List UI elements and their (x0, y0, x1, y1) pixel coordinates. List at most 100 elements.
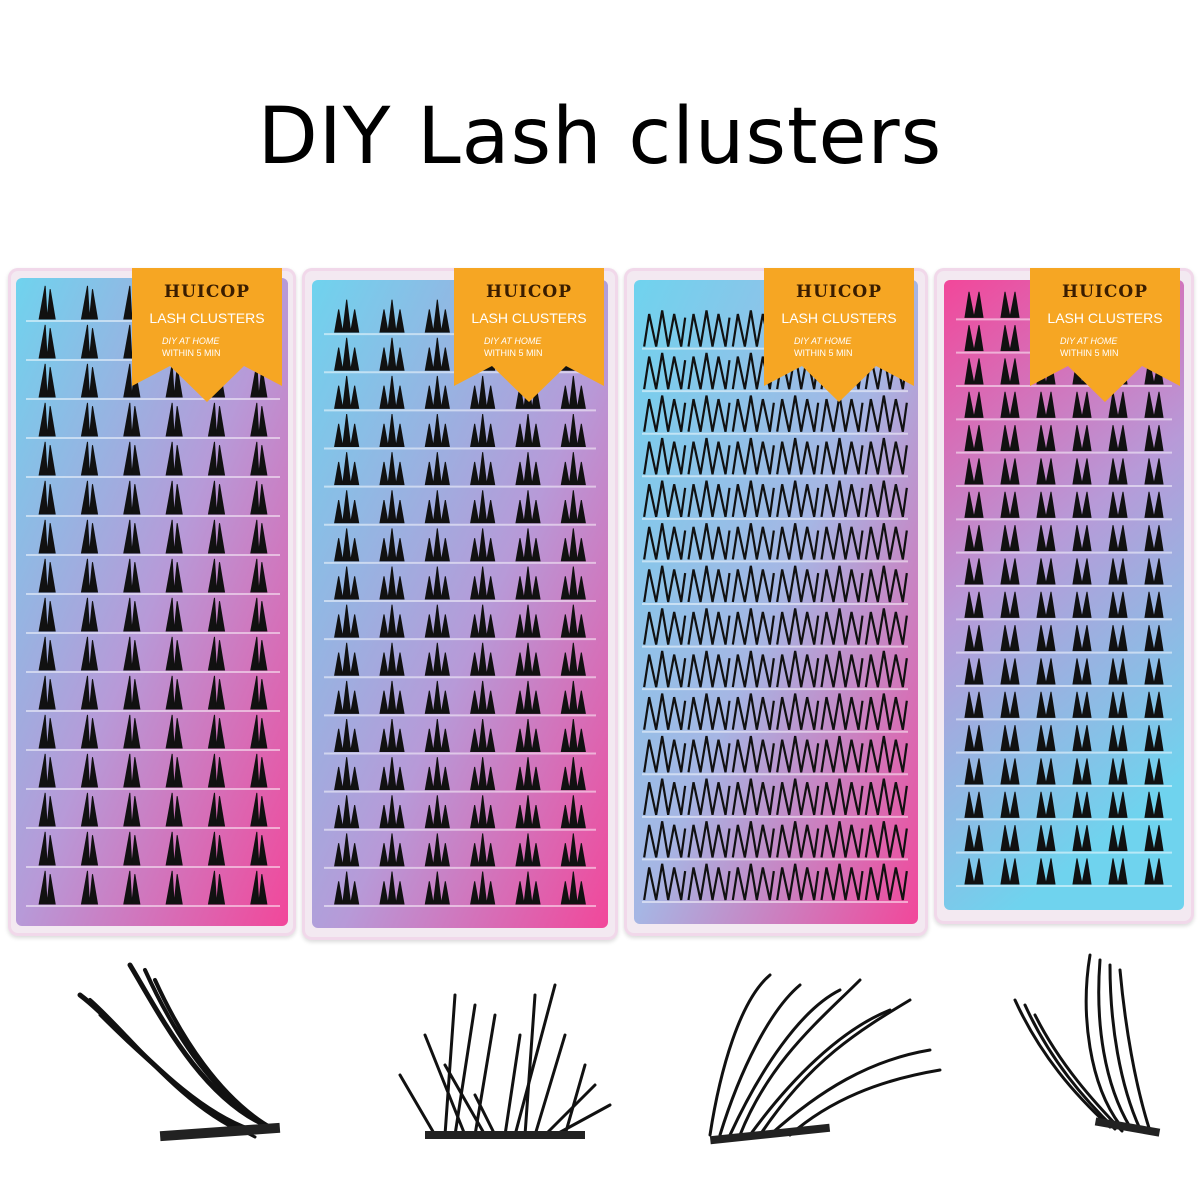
lash-cluster (643, 821, 687, 858)
lash-cluster (643, 310, 687, 347)
lash-tray-4 (944, 280, 1184, 910)
lash-cluster (1108, 658, 1128, 685)
lash-cluster (165, 636, 183, 671)
lash-cluster (1108, 558, 1128, 585)
lash-cluster (80, 402, 99, 437)
lash-cluster (687, 523, 731, 560)
lash-cluster (334, 757, 360, 791)
lash-cluster (379, 604, 405, 638)
lash-box-4: HUICOP LASH CLUSTERS DIY AT HOME WITHIN … (934, 268, 1194, 924)
lash-cluster (165, 363, 183, 398)
lash-cluster (250, 831, 268, 866)
lash-cluster (1072, 658, 1092, 685)
page-title: DIY Lash clusters (257, 92, 943, 182)
lash-cluster (470, 414, 496, 447)
lash-cluster (334, 833, 360, 867)
lash-cluster (334, 375, 360, 409)
lash-cluster (424, 719, 450, 752)
closeup-lash-2 (398, 983, 612, 1139)
lash-cluster (687, 608, 731, 645)
lash-cluster (731, 437, 775, 475)
lash-cluster (379, 452, 405, 486)
lash-cluster (250, 753, 268, 788)
lash-cluster (165, 402, 183, 437)
lash-cluster (643, 437, 687, 475)
lash-cluster (80, 519, 99, 554)
lash-cluster (731, 523, 775, 560)
lash-cluster (334, 299, 360, 333)
tagline-2: WITHIN 5 MIN (1060, 348, 1119, 358)
lash-cluster (250, 714, 268, 749)
lash-cluster (964, 491, 984, 518)
lash-cluster (334, 871, 360, 905)
lash-cluster (643, 693, 687, 730)
lash-cluster (643, 565, 687, 603)
lash-cluster (1144, 791, 1164, 818)
lash-cluster (1108, 491, 1128, 518)
lash-cluster (123, 519, 141, 554)
lash-cluster (515, 490, 541, 524)
lash-cluster (80, 441, 99, 476)
lash-cluster (864, 437, 908, 475)
lash-cluster (123, 636, 141, 671)
lash-cluster (1072, 458, 1092, 485)
lash-cluster (379, 299, 405, 333)
lash-cluster (560, 414, 586, 447)
tagline-1: DIY AT HOME (162, 336, 220, 346)
lash-cluster (776, 735, 820, 773)
lash-cluster (250, 402, 268, 437)
lash-cluster (1144, 491, 1164, 518)
lash-cluster (1000, 491, 1020, 518)
lash-box-1: HUICOP LASH CLUSTERS DIY AT HOME WITHIN … (8, 268, 296, 936)
lash-cluster (1036, 425, 1056, 452)
lash-cluster (38, 363, 56, 398)
lash-cluster (123, 753, 141, 788)
lash-cluster (165, 480, 183, 515)
lash-cluster (207, 753, 226, 788)
lash-cluster (38, 753, 56, 788)
lash-cluster (379, 642, 405, 676)
brand-name: HUICOP (486, 282, 572, 302)
lash-cluster (1072, 491, 1092, 518)
lash-cluster (1000, 725, 1020, 752)
lash-cluster (560, 757, 586, 791)
lash-cluster (1000, 691, 1020, 718)
lash-cluster (207, 792, 226, 827)
lash-cluster (1144, 458, 1164, 485)
lash-cluster (687, 821, 731, 858)
lash-cluster (560, 871, 586, 905)
lash-cluster (1144, 591, 1164, 618)
lash-cluster (207, 480, 226, 515)
product-name: LASH CLUSTERS (149, 310, 265, 326)
lash-cluster (864, 650, 908, 688)
lash-cluster (820, 608, 864, 645)
lash-cluster (1108, 625, 1128, 652)
lash-cluster (1000, 325, 1020, 352)
lash-cluster (38, 441, 56, 476)
lash-cluster (1072, 425, 1092, 452)
lash-cluster (515, 604, 541, 638)
lash-cluster (334, 604, 360, 638)
lash-cluster (560, 566, 586, 600)
lash-cluster (470, 604, 496, 638)
lash-cluster (470, 490, 496, 524)
lash-cluster (964, 325, 984, 352)
lash-cluster (864, 693, 908, 730)
lash-cluster (165, 870, 183, 905)
lash-cluster (334, 795, 360, 829)
lash-cluster (123, 597, 141, 632)
lash-cluster (643, 863, 687, 901)
lash-cluster (165, 831, 183, 866)
brand-name: HUICOP (164, 282, 250, 302)
lash-cluster (1072, 858, 1092, 885)
lash-cluster (1036, 591, 1056, 618)
lash-cluster (1144, 858, 1164, 885)
product-name: LASH CLUSTERS (471, 310, 587, 326)
lash-cluster (250, 792, 268, 827)
lash-cluster (207, 597, 226, 632)
lash-cluster (80, 870, 99, 905)
lash-cluster (1144, 425, 1164, 452)
lash-cluster (250, 636, 268, 671)
lash-cluster (1036, 825, 1056, 852)
lash-cluster (207, 402, 226, 437)
